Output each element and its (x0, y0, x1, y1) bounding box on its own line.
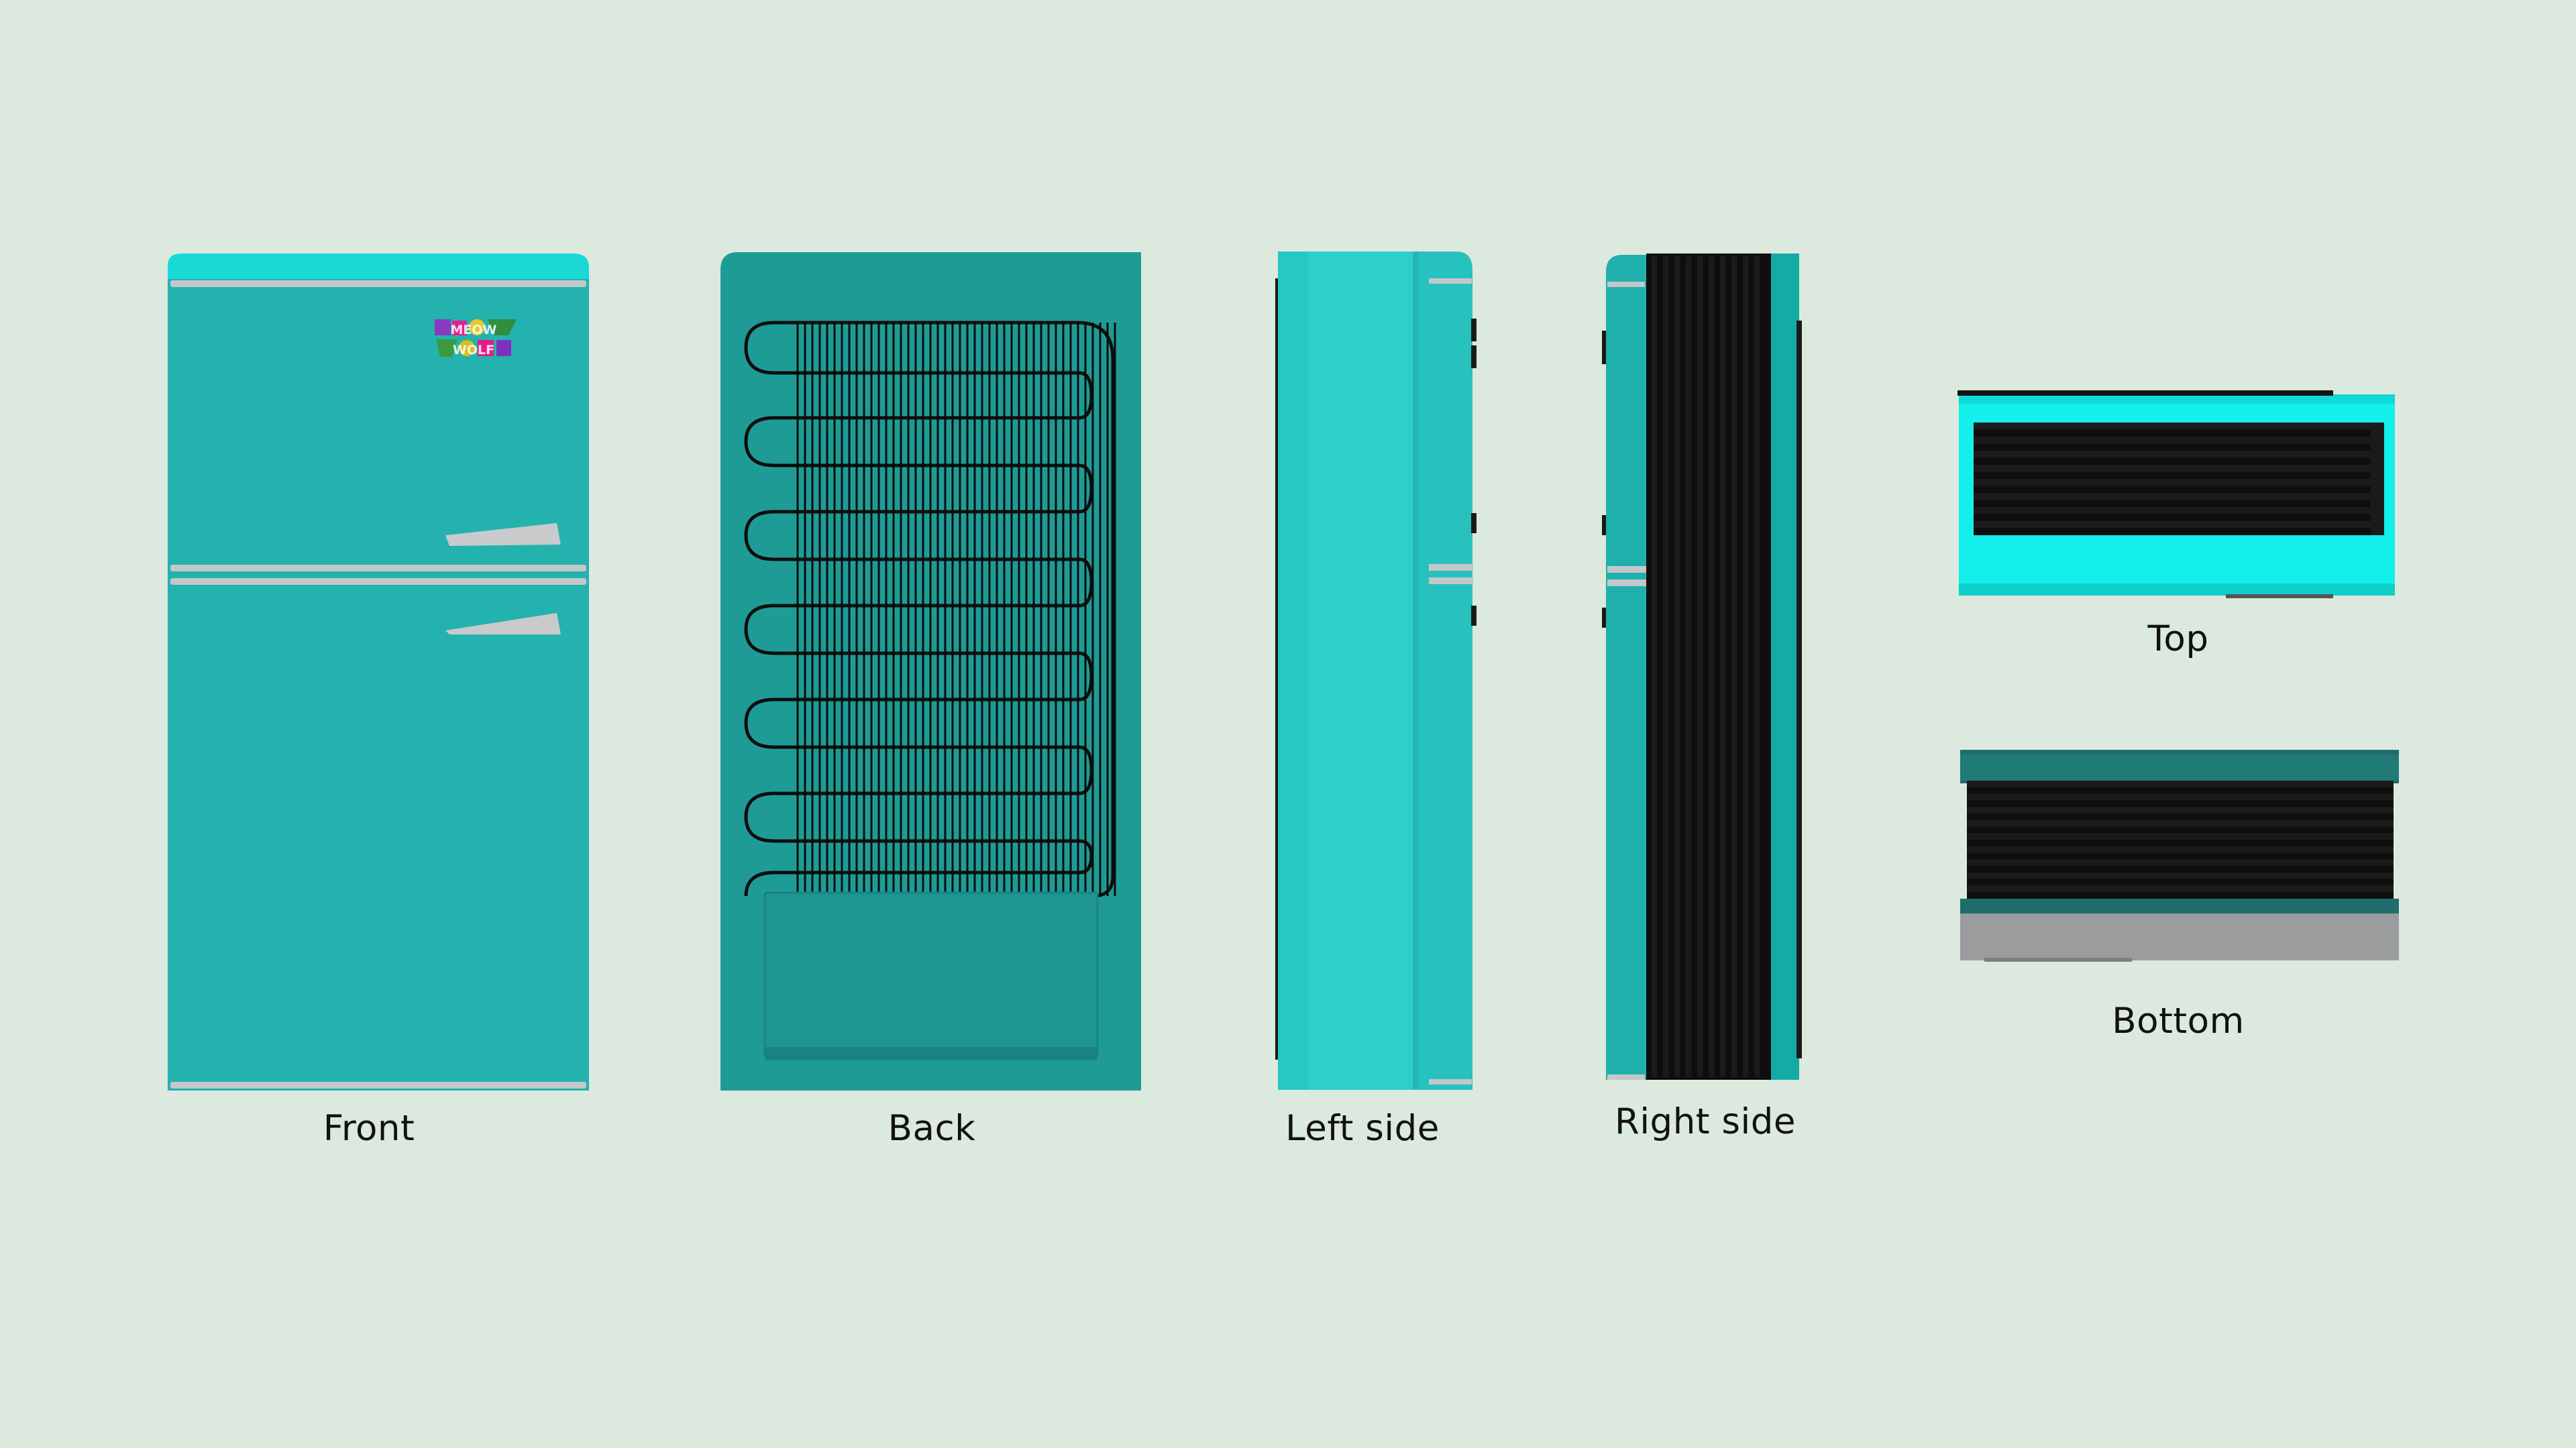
panel-stripe (1974, 507, 2371, 514)
panel-stripe (1967, 781, 2394, 787)
panel-stripe (1720, 256, 1726, 1077)
panel-stripe (1967, 820, 2394, 827)
hinge (1471, 345, 1477, 368)
panel-stripe (1974, 451, 2371, 458)
bottom-view-illustration (1960, 750, 2399, 962)
left-side-illustration (1275, 252, 1477, 1090)
condenser-coil (744, 321, 1115, 898)
panel-stripe (1967, 807, 2394, 814)
panel-stripe (1754, 256, 1760, 1077)
panel-stripe (1743, 256, 1749, 1077)
panel-stripe (1967, 859, 2394, 867)
compressor-box (763, 891, 1099, 1058)
right-side-illustration (1602, 254, 1802, 1080)
front-view-illustration: MEOW WOLF (168, 254, 589, 1091)
front-caption: Front (323, 1108, 415, 1149)
right-side-caption: Right side (1615, 1101, 1796, 1142)
meow-wolf-logo: MEOW WOLF (435, 319, 517, 357)
panel-stripe (1663, 256, 1669, 1077)
left-side-caption: Left side (1285, 1108, 1440, 1149)
panel-stripe (1974, 465, 2371, 472)
panel-stripe (1967, 793, 2394, 801)
hinge (1602, 515, 1607, 535)
panel-stripe (1974, 423, 2371, 430)
hinge (1471, 606, 1477, 626)
panel-stripe (1974, 437, 2371, 444)
panel-stripe (1731, 256, 1737, 1077)
panel-stripe (1652, 256, 1658, 1077)
panel-stripe (1967, 846, 2394, 853)
fridge-handle (445, 613, 561, 634)
svg-text:WOLF: WOLF (453, 343, 494, 357)
hinge (1602, 331, 1607, 364)
hinge (1602, 608, 1607, 628)
top-view (1957, 389, 2397, 598)
panel-stripe (1967, 872, 2394, 879)
panel-stripe (1967, 885, 2394, 893)
panel-stripe (1974, 521, 2371, 528)
top-caption: Top (2147, 618, 2209, 659)
back-view-illustration (720, 252, 1141, 1091)
panel-stripe (1709, 256, 1715, 1077)
panel-stripe (1974, 479, 2371, 486)
panel-stripe (1686, 256, 1692, 1077)
panel-stripe (1967, 833, 2394, 840)
bottom-view (1957, 750, 2400, 963)
top-view-illustration (1957, 390, 2395, 598)
back-view (720, 252, 1141, 1091)
condenser-fins (796, 323, 1116, 896)
svg-text:MEOW: MEOW (451, 323, 497, 337)
hinge (1471, 319, 1477, 341)
bottom-caption: Bottom (2112, 1001, 2245, 1042)
freezer-handle (445, 523, 561, 546)
front-view: MEOW WOLF (168, 254, 589, 1091)
panel-stripe (1974, 493, 2371, 500)
hinge (1471, 513, 1477, 533)
right-side-view (1602, 254, 1803, 1082)
back-caption: Back (888, 1108, 976, 1149)
side-panel-stripes (1652, 256, 1760, 1077)
left-side-view (1275, 252, 1477, 1091)
panel-stripe (1674, 256, 1680, 1077)
panel-stripe (1697, 256, 1703, 1077)
